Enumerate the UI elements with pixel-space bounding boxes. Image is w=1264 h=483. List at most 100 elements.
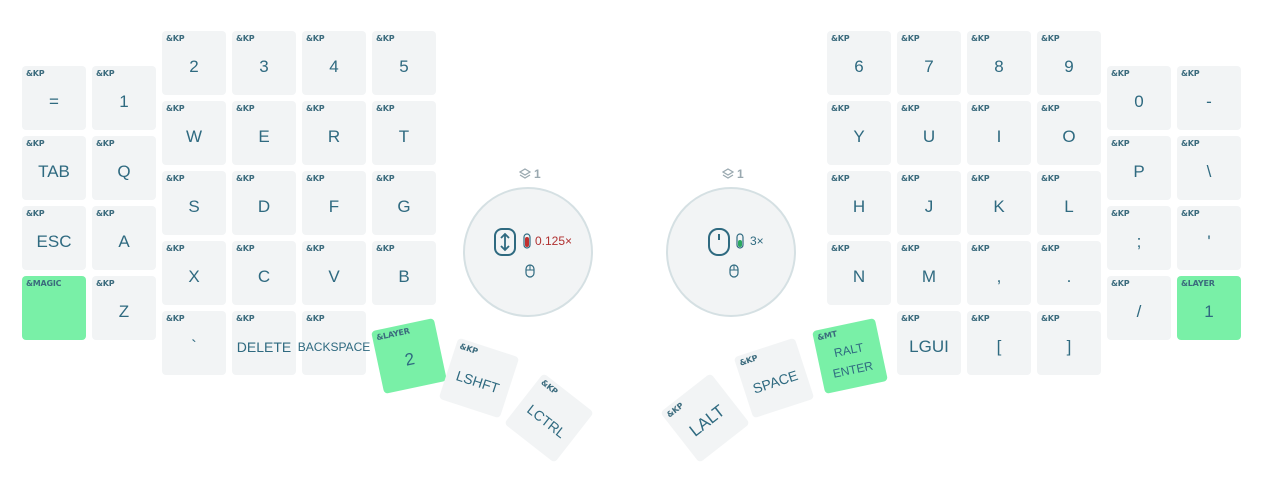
key-semi[interactable]: &KP;: [1107, 206, 1171, 270]
key-label: Z: [118, 302, 130, 321]
key-label: 1: [119, 92, 129, 111]
key-magic[interactable]: &MAGIC: [22, 276, 86, 340]
key-label: M: [921, 267, 937, 286]
key-behavior: &KP: [236, 174, 255, 183]
key-behavior: &KP: [376, 104, 395, 113]
key-label: SPACE: [750, 367, 800, 397]
layers-icon: [722, 168, 734, 179]
key-behavior: &KP: [306, 104, 325, 113]
key-rbracket[interactable]: &KP]: [1037, 311, 1101, 375]
mouse-small-icon: [525, 264, 535, 278]
scroll-widget-left[interactable]: 0.125×: [463, 187, 593, 317]
key-slash[interactable]: &KP/: [1107, 276, 1171, 340]
key-grave[interactable]: &KP`: [162, 311, 226, 375]
key-eq[interactable]: &KP=: [22, 66, 86, 130]
key-behavior: &KP: [1041, 314, 1060, 323]
key-label: -: [1206, 92, 1212, 111]
key-quote[interactable]: &KP': [1177, 206, 1241, 270]
key-dot[interactable]: &KP.: [1037, 241, 1101, 305]
key-label: R: [327, 127, 341, 146]
key-behavior: &KP: [971, 244, 990, 253]
key-r[interactable]: &KP R: [302, 101, 366, 165]
key-label: 4: [329, 57, 339, 76]
mouse-widget-right[interactable]: 3×: [666, 187, 796, 317]
key-behavior: &KP: [831, 34, 850, 43]
widget-left-layer: 1: [519, 167, 541, 181]
key-label: V: [328, 267, 340, 286]
key-behavior: &KP: [831, 244, 850, 253]
key-label: U: [922, 127, 936, 146]
key-label: X: [188, 267, 200, 286]
key-behavior: &KP: [901, 314, 920, 323]
key-label: LALT: [685, 401, 729, 441]
key-behavior: &KP: [166, 34, 185, 43]
key-behavior: &KP: [96, 139, 115, 148]
key-lbracket[interactable]: &KP[: [967, 311, 1031, 375]
key-behavior: &KP: [26, 139, 45, 148]
key-label: B: [398, 267, 410, 286]
key-behavior: &KP: [831, 104, 850, 113]
key-label: DELETE: [236, 339, 292, 355]
key-minus[interactable]: &KP-: [1177, 66, 1241, 130]
key-behavior: &KP: [1111, 209, 1130, 218]
key-label: C: [257, 267, 271, 286]
key-label: .: [1066, 267, 1072, 286]
key-comma[interactable]: &KP,: [967, 241, 1031, 305]
key-behavior: &KP: [901, 34, 920, 43]
mouse-small-icon: [729, 264, 739, 278]
key-behavior: &KP: [166, 314, 185, 323]
key-behavior: &KP: [1041, 244, 1060, 253]
key-behavior: &KP: [831, 174, 850, 183]
speed-low-icon: [523, 233, 531, 249]
key-behavior: &KP: [376, 34, 395, 43]
key-bslash[interactable]: &KP\: [1177, 136, 1241, 200]
